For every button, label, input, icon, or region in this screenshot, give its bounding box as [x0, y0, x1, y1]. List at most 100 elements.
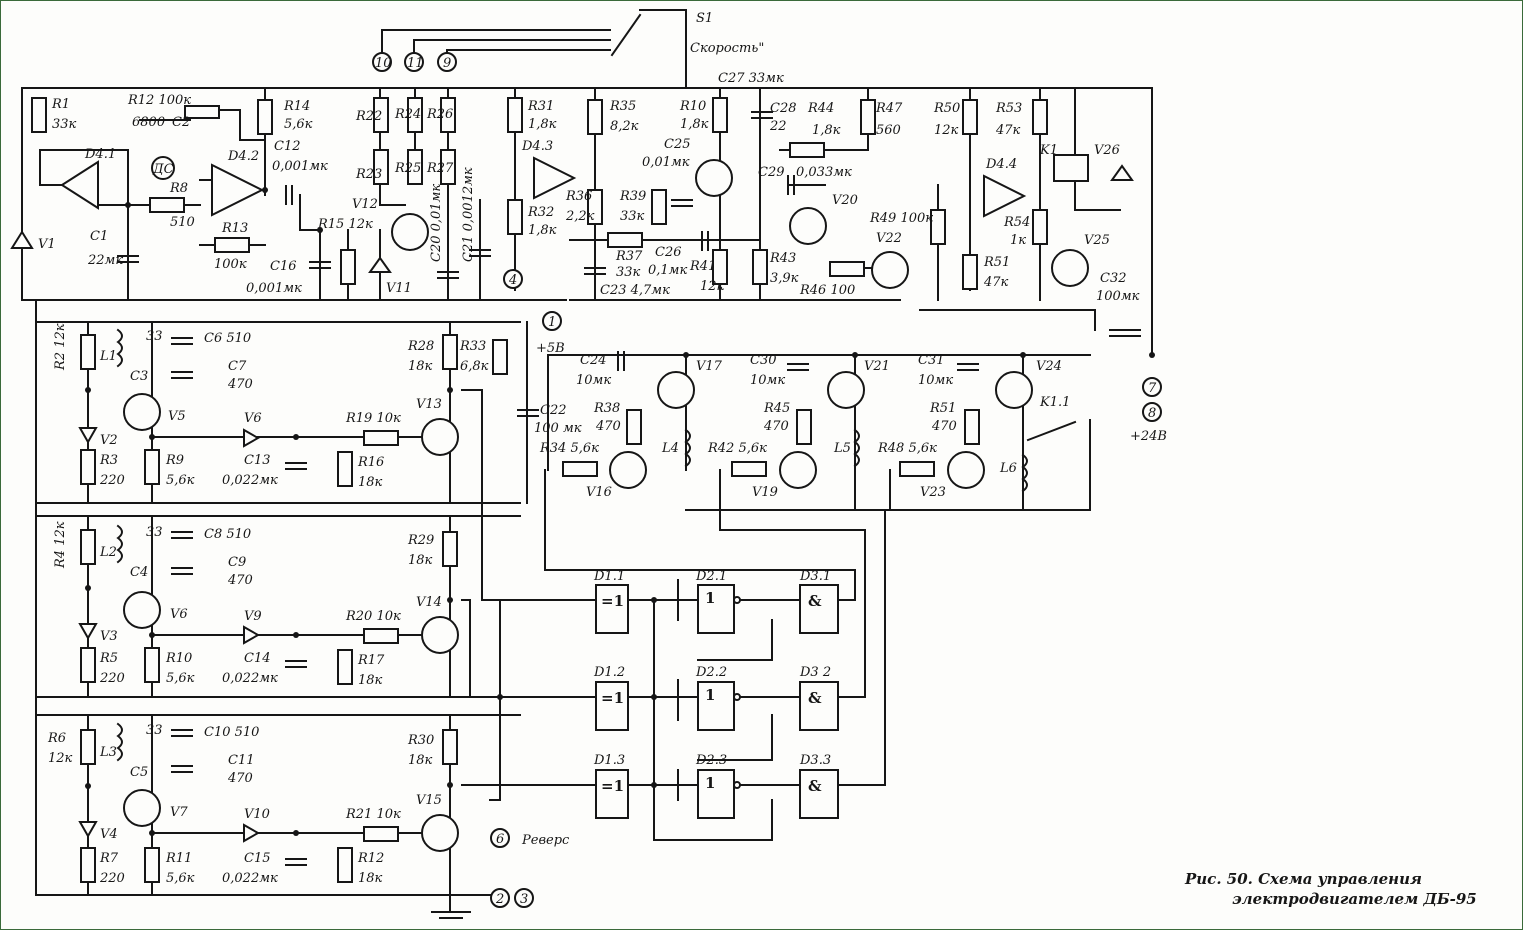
diode-v2 [78, 427, 98, 445]
terminal-7 [1142, 377, 1162, 397]
transistor-v15 [421, 814, 459, 852]
capacitor-c24 [617, 351, 625, 371]
label-d3-1: D3.1 [799, 569, 831, 584]
label-d4-2: D4.2 [227, 149, 259, 164]
label-r16: R16 [357, 455, 384, 470]
label-r21: R21 10к [345, 807, 401, 822]
label-r8: R8 [169, 181, 188, 196]
resistor-r28 [442, 334, 458, 370]
capacitor-c32 [1109, 329, 1141, 337]
label-d2-2: D2.2 [695, 665, 727, 680]
terminal-1 [542, 311, 562, 331]
label-r54: R54 [1003, 215, 1030, 230]
label-r33-value: 6,8к [460, 359, 489, 374]
label-r46: R46 100 [799, 283, 855, 298]
label-r10-top: R10 [679, 99, 706, 114]
terminal-3-label: 3 [520, 892, 528, 907]
label-c30: C30 [750, 353, 777, 368]
inductor-l1 [116, 328, 123, 368]
label-r5: R5 [99, 651, 118, 666]
label-r25: R25 [394, 161, 421, 176]
label-r37-value: 33к [616, 265, 641, 280]
resistor-r24 [407, 97, 423, 133]
terminal-6-label: 6 [496, 832, 504, 847]
transistor-v-c25 [695, 159, 733, 197]
label-v10: V10 [244, 807, 270, 822]
label-c9: C9 [228, 555, 246, 570]
gate-d1-2-symbol: =1 [601, 689, 624, 707]
terminal-9-label: 9 [443, 56, 451, 71]
figure-caption: Рис. 50. Схема управления электродвигате… [1184, 870, 1477, 908]
capacitor-c13 [285, 462, 307, 470]
label-l3: L3 [99, 745, 117, 760]
label-r14: R14 [283, 99, 310, 114]
terminal-3 [514, 888, 534, 908]
resistor-r50 [962, 99, 978, 135]
label-c31: C31 [918, 353, 945, 368]
label-l2: L2 [99, 545, 117, 560]
label-r39: R39 [619, 189, 646, 204]
transistor-v12 [391, 213, 429, 251]
gate-d1-1-symbol: =1 [601, 592, 624, 610]
label-c2: C2 [172, 115, 190, 130]
label-r53: R53 [995, 101, 1022, 116]
transistor-v24 [995, 371, 1033, 409]
inductor-l2 [116, 524, 123, 564]
sensor-ds-label: ДС [152, 162, 174, 177]
capacitor-c12 [285, 185, 293, 205]
label-r14-value: 5,6к [284, 117, 313, 132]
label-d4-1: D4.1 [84, 147, 116, 162]
capacitor-c26 [701, 231, 709, 251]
resistor-r41 [712, 249, 728, 285]
opamp-d4-1 [60, 160, 99, 210]
terminal-11 [404, 52, 424, 72]
label-v17: V17 [696, 359, 723, 374]
transistors [123, 159, 1089, 852]
label-c16: C16 [270, 259, 297, 274]
label-plus-5v: +5В [536, 341, 565, 356]
label-c23: C23 4,7мк [600, 283, 670, 298]
transistor-v5 [123, 393, 161, 431]
label-r8-value: 510 [170, 215, 195, 230]
resistor-r6 [80, 729, 96, 765]
resistor-r33 [492, 339, 508, 375]
resistor-r11 [144, 847, 160, 883]
label-r19: R19 10к [345, 411, 401, 426]
label-r53-value: 47к [995, 123, 1021, 138]
inductor-l3 [116, 722, 123, 762]
label-c11-value: 470 [227, 771, 253, 786]
capacitors [117, 111, 1141, 866]
gate-d1-3 [595, 769, 629, 819]
label-d3-3: D3.3 [799, 753, 831, 768]
resistor-r19 [363, 430, 399, 446]
resistor-r29 [442, 531, 458, 567]
label-c10: C10 510 [204, 725, 259, 740]
label-v6-transistor: V6 [170, 607, 188, 622]
opamp-d4-2 [211, 163, 265, 217]
label-d2-3: D2.3 [695, 753, 727, 768]
label-c1: C1 [90, 229, 108, 244]
label-r28: R28 [407, 339, 434, 354]
label-r9-value: 5,6к [166, 473, 195, 488]
label-6800: 6800 [132, 115, 165, 130]
capacitor-c16 [309, 261, 331, 269]
gate-d1-3-symbol: =1 [601, 777, 624, 795]
label-r26: R26 [426, 107, 453, 122]
diodes [10, 164, 1134, 843]
gate-d2-1-symbol: 1 [705, 589, 715, 607]
opamp-d4-3 [533, 156, 577, 200]
label-c3: C3 [130, 369, 148, 384]
label-r11-value: 5,6к [166, 871, 195, 886]
label-v25: V25 [1084, 233, 1110, 248]
resistor-r39 [651, 189, 667, 225]
label-c6: C6 510 [204, 331, 251, 346]
label-r9: R9 [165, 453, 184, 468]
capacitor-c11 [171, 765, 193, 773]
resistor-r27 [440, 149, 456, 185]
resistor-r51-top [962, 254, 978, 290]
label-r27: R27 [426, 161, 454, 176]
label-l4: L4 [661, 441, 679, 456]
transistor-v19 [779, 451, 817, 489]
label-l1: L1 [99, 349, 117, 364]
transistor-v7 [123, 789, 161, 827]
